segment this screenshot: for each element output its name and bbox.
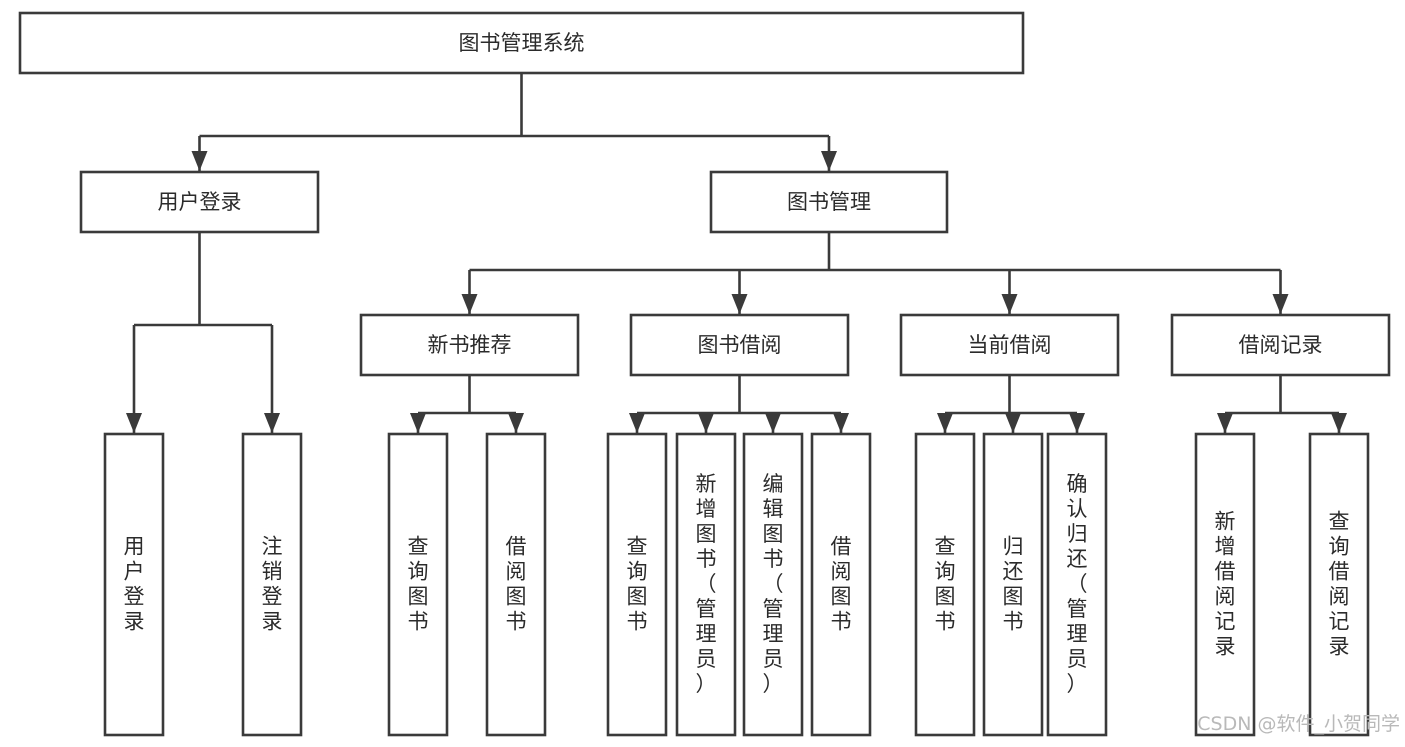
node-current-borrow[interactable]: 当前借阅: [899, 313, 1120, 377]
arrowhead-icon: [508, 413, 524, 433]
node-box[interactable]: [675, 432, 737, 737]
node-label: 查询图书: [935, 535, 956, 634]
node-label: 确认归还（管理员）: [1067, 472, 1088, 696]
edge-group-book-borrow: [629, 375, 849, 433]
node-box[interactable]: [914, 432, 976, 737]
node-box[interactable]: [810, 432, 872, 737]
node-label: 新增图书（管理员）: [696, 472, 717, 696]
node-leaf-query-book-borrow[interactable]: 查询图书: [606, 432, 668, 737]
node-leaf-return-book[interactable]: 归还图书: [982, 432, 1044, 737]
node-box[interactable]: [982, 432, 1044, 737]
node-label: 用户登录: [124, 535, 145, 634]
arrowhead-icon: [731, 294, 748, 314]
node-box[interactable]: [18, 11, 1025, 75]
arrowhead-icon: [1331, 413, 1347, 433]
node-box[interactable]: [359, 313, 580, 377]
node-box[interactable]: [629, 313, 850, 377]
edge-group-borrow-record: [1217, 375, 1347, 433]
edge-group-new-book-rec: [410, 375, 524, 433]
node-box[interactable]: [1308, 432, 1370, 737]
node-box[interactable]: [899, 313, 1120, 377]
arrowhead-icon: [629, 413, 645, 433]
node-leaf-edit-book-admin[interactable]: 编辑图书（管理员）: [742, 432, 804, 737]
node-leaf-borrow-book[interactable]: 借阅图书: [810, 432, 872, 737]
node-new-book-rec[interactable]: 新书推荐: [359, 313, 580, 377]
nodes-layer: 图书管理系统用户登录图书管理新书推荐图书借阅当前借阅借阅记录用户登录注销登录查询…: [18, 11, 1391, 737]
arrowhead-icon: [1272, 294, 1289, 314]
node-label: 图书管理系统: [459, 31, 585, 55]
node-box[interactable]: [79, 170, 320, 234]
arrowhead-icon: [1001, 294, 1018, 314]
node-book-borrow[interactable]: 图书借阅: [629, 313, 850, 377]
arrowhead-icon: [191, 151, 208, 171]
node-leaf-query-book-rec[interactable]: 查询图书: [387, 432, 449, 737]
edge-group-user-login: [126, 232, 280, 433]
node-borrow-record[interactable]: 借阅记录: [1170, 313, 1391, 377]
connectors-layer: [126, 73, 1347, 433]
node-label: 借阅图书: [831, 535, 852, 634]
arrowhead-icon: [264, 413, 280, 433]
arrowhead-icon: [1005, 413, 1021, 433]
node-box[interactable]: [742, 432, 804, 737]
node-leaf-query-borrow-record[interactable]: 查询借阅记录: [1308, 432, 1370, 737]
node-label: 编辑图书（管理员）: [763, 472, 784, 696]
node-leaf-logout[interactable]: 注销登录: [241, 432, 303, 737]
node-book-manage[interactable]: 图书管理: [709, 170, 949, 234]
node-box[interactable]: [709, 170, 949, 234]
node-box[interactable]: [1046, 432, 1108, 737]
arrowhead-icon: [937, 413, 953, 433]
node-box[interactable]: [103, 432, 165, 737]
arrowhead-icon: [1217, 413, 1233, 433]
node-label: 注销登录: [262, 535, 283, 634]
node-box[interactable]: [1194, 432, 1256, 737]
node-box[interactable]: [485, 432, 547, 737]
arrowhead-icon: [1069, 413, 1085, 433]
node-label: 新增借阅记录: [1215, 510, 1236, 659]
node-label: 图书管理: [787, 190, 871, 214]
node-label: 查询图书: [408, 535, 429, 634]
node-leaf-add-book-admin[interactable]: 新增图书（管理员）: [675, 432, 737, 737]
node-box[interactable]: [606, 432, 668, 737]
node-label: 归还图书: [1003, 535, 1024, 634]
arrowhead-icon: [410, 413, 426, 433]
node-user-login[interactable]: 用户登录: [79, 170, 320, 234]
node-label: 查询借阅记录: [1329, 510, 1350, 659]
node-box[interactable]: [1170, 313, 1391, 377]
node-leaf-add-borrow-record[interactable]: 新增借阅记录: [1194, 432, 1256, 737]
node-label: 新书推荐: [428, 333, 512, 357]
node-box[interactable]: [241, 432, 303, 737]
node-leaf-query-book-current[interactable]: 查询图书: [914, 432, 976, 737]
node-label: 借阅记录: [1239, 333, 1323, 357]
edge-group-current-borrow: [937, 375, 1085, 433]
node-label: 当前借阅: [968, 333, 1052, 357]
node-label: 图书借阅: [698, 333, 782, 357]
node-root[interactable]: 图书管理系统: [18, 11, 1025, 75]
arrowhead-icon: [765, 413, 781, 433]
node-box[interactable]: [387, 432, 449, 737]
edge-group-root: [191, 73, 837, 171]
node-leaf-borrow-book-rec[interactable]: 借阅图书: [485, 432, 547, 737]
arrowhead-icon: [461, 294, 478, 314]
node-label: 借阅图书: [506, 535, 527, 634]
edge-group-book-manage: [461, 232, 1289, 314]
node-label: 用户登录: [158, 190, 242, 214]
arrowhead-icon: [126, 413, 142, 433]
arrowhead-icon: [821, 151, 837, 171]
arrowhead-icon: [698, 413, 714, 433]
csdn-watermark: CSDN @软件_小贺同学: [1197, 713, 1400, 735]
arrowhead-icon: [833, 413, 849, 433]
node-leaf-confirm-return-admin[interactable]: 确认归还（管理员）: [1046, 432, 1108, 737]
node-label: 查询图书: [627, 535, 648, 634]
node-leaf-user-login[interactable]: 用户登录: [103, 432, 165, 737]
